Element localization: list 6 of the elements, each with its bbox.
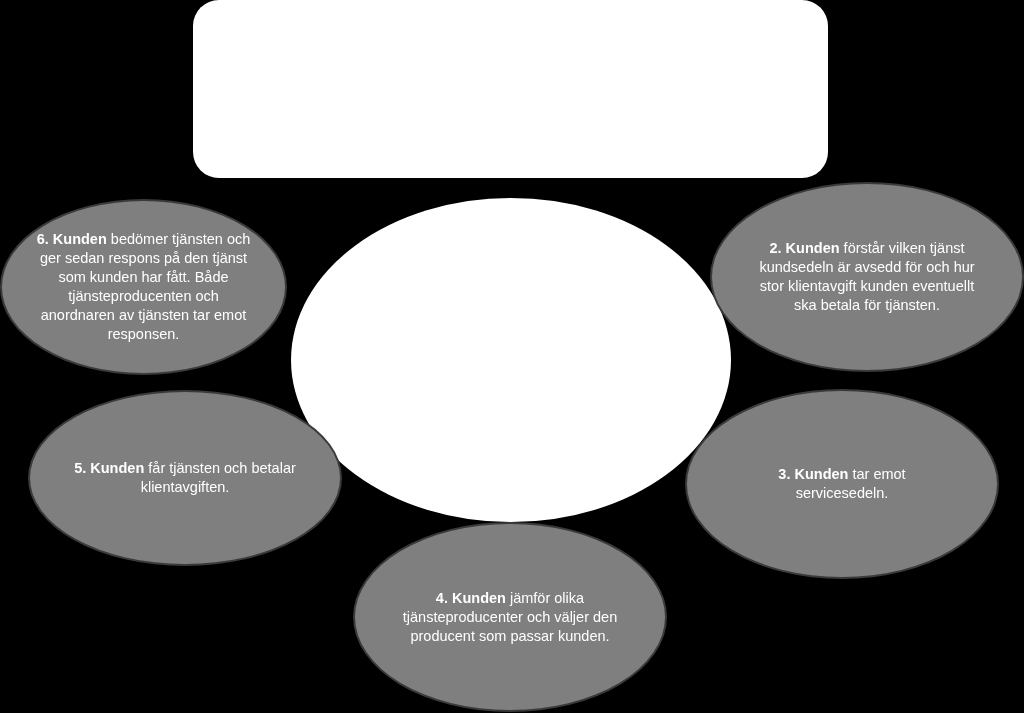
step-text: 3. Kunden tar emot servicesedeln. bbox=[777, 465, 907, 503]
step-text: 5. Kunden får tjänsten och betalar klientavgiften. bbox=[73, 459, 297, 497]
step-text: 4. Kunden jämför olika tjänsteproducenter och väljer den producent som passar kunden. bbox=[401, 588, 619, 646]
rounded-box bbox=[193, 0, 828, 178]
step-text: 6. Kunden bedömer tjänsten och ger sedan respons på den tjänst som kunden har fått. Både tjänsteproducenten och anordnaren av tjänsten tar emot responsen. bbox=[35, 230, 252, 344]
step-text: 2. Kunden förstår vilken tjänst kundsedeln är avsedd för och hur stor klientavgift kunden eventuellt ska betala för tjänsten. bbox=[758, 239, 976, 315]
